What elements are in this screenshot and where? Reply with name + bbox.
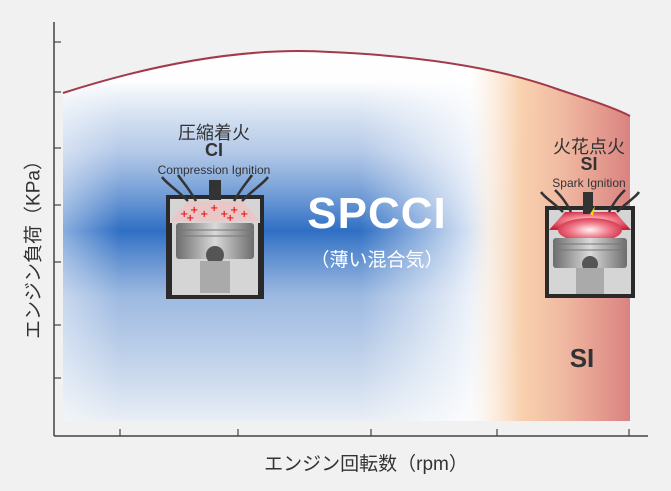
- ci-label-en: Compression Ignition: [157, 163, 271, 177]
- svg-text:+: +: [180, 209, 188, 220]
- si-label-abbr: SI: [580, 154, 598, 174]
- svg-text:+: +: [190, 205, 198, 216]
- si-label-jp: 火花点火: [553, 137, 625, 157]
- svg-text:+: +: [240, 209, 248, 220]
- svg-text:+: +: [226, 213, 234, 224]
- x-axis-label: エンジン回転数（rpm）: [264, 454, 468, 475]
- max-load-boundary-line: [62, 50, 631, 117]
- svg-text:+: +: [210, 203, 218, 214]
- operating-region: [63, 51, 630, 421]
- svg-text:+: +: [230, 205, 238, 216]
- x-axis-ticks: [119, 429, 630, 436]
- si-region-label: SI: [569, 343, 595, 373]
- ci-label-jp: 圧縮着火: [178, 123, 250, 143]
- piston-spark-ignition-icon: [539, 189, 641, 298]
- piston-compression-ignition-icon: +++ +++ +++: [160, 174, 270, 299]
- spcci-region-subtitle: （薄い混合気）: [310, 250, 444, 271]
- y-axis-ticks: [54, 41, 61, 379]
- svg-text:+: +: [200, 209, 208, 220]
- svg-text:+: +: [186, 213, 194, 224]
- y-axis-label: エンジン負荷（KPa）: [23, 151, 45, 339]
- spcci-region-title: SPCCI: [307, 189, 447, 238]
- si-label-en: Spark Ignition: [552, 176, 626, 190]
- ci-label-abbr: CI: [205, 140, 223, 160]
- svg-text:+: +: [220, 209, 228, 220]
